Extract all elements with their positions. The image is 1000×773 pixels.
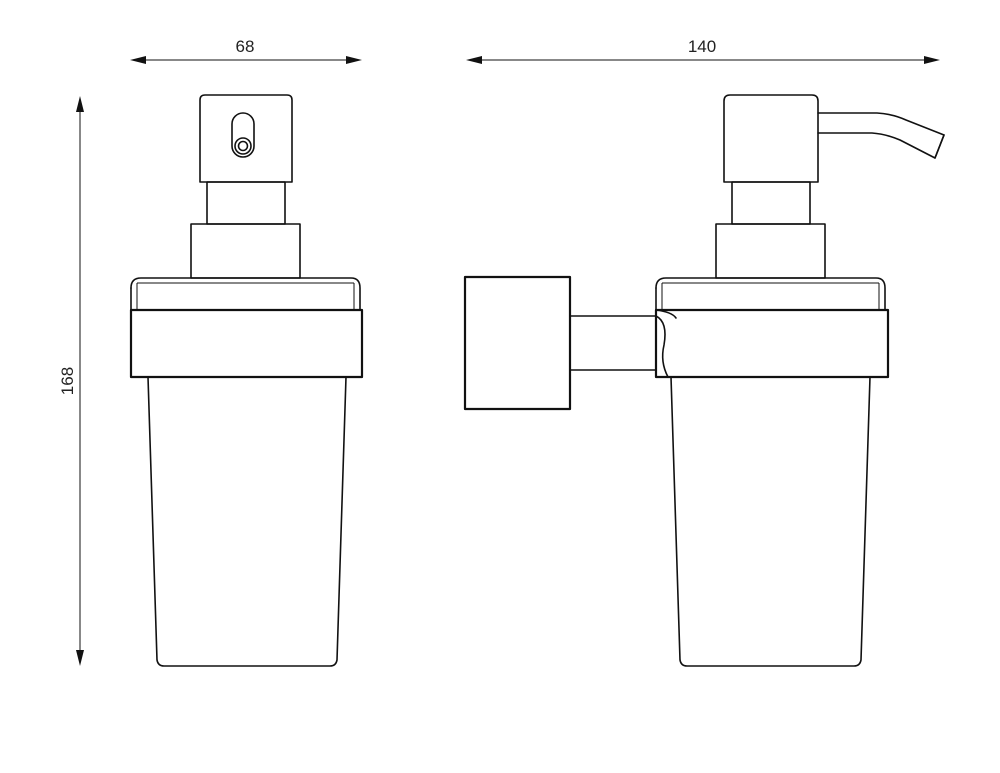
dimension-depth-label: 140 (688, 37, 716, 56)
dimension-depth: 140 (466, 37, 940, 64)
front-glass-body (147, 376, 347, 667)
side-cap (655, 277, 886, 311)
side-pump-neck (715, 181, 826, 279)
side-wall-mount (463, 275, 572, 411)
side-glass-body (670, 376, 871, 667)
front-cap (130, 277, 361, 311)
side-view (463, 94, 945, 667)
side-pump-head (723, 94, 945, 183)
front-pump-neck (190, 181, 301, 279)
side-collar-band (654, 308, 890, 379)
front-pump-head (199, 94, 293, 183)
dimension-height: 168 (58, 96, 84, 666)
side-arm (569, 315, 657, 371)
dimension-height-label: 168 (58, 367, 77, 395)
front-view (129, 94, 364, 667)
dimension-width-label: 68 (236, 37, 255, 56)
front-collar-band (129, 308, 364, 379)
dimension-width: 68 (130, 37, 362, 64)
